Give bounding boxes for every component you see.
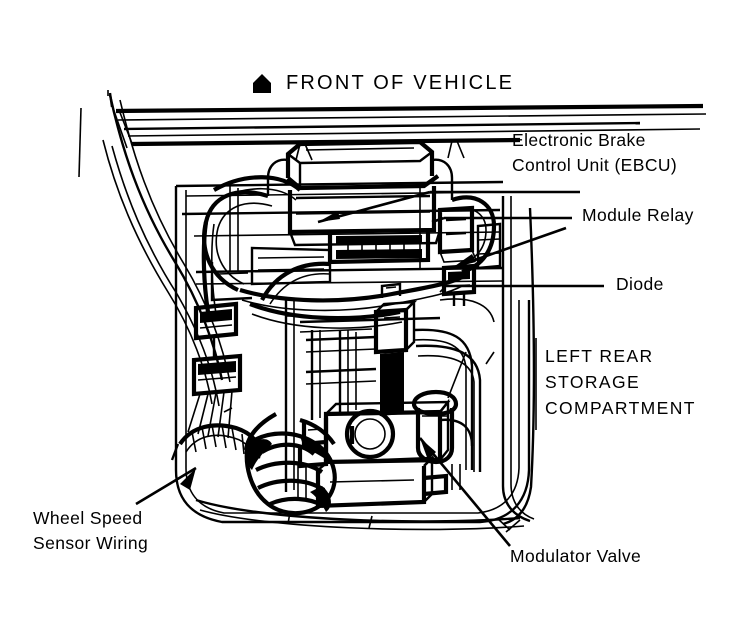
wheel-speed-leader-arrow <box>135 466 197 506</box>
module-relay-component <box>437 205 478 263</box>
valve-accumulator-cylinder <box>411 389 459 465</box>
diode-leader-line <box>439 284 604 293</box>
vehicle-left-pillar-marks <box>78 90 114 178</box>
compartment-label-line2: STORAGE <box>545 372 641 392</box>
diode-label: Diode <box>616 274 664 294</box>
ebcu-label-line2: Control Unit (EBCU) <box>512 155 678 175</box>
modulator-valve-body <box>297 398 451 509</box>
compartment-label-line1: LEFT REAR <box>545 346 654 366</box>
valve-solenoid-stack <box>373 282 418 416</box>
front-of-vehicle-arrow-icon <box>253 74 271 93</box>
wheel-speed-label-line1: Wheel Speed <box>33 508 143 528</box>
front-of-vehicle-label: FRONT OF VEHICLE <box>286 72 515 94</box>
modulator-valve-leader-line <box>419 437 511 547</box>
compartment-label-line3: COMPARTMENT <box>545 398 696 418</box>
module-relay-label: Module Relay <box>582 205 694 225</box>
compartment-inner-detail <box>223 351 495 500</box>
valve-mounting-bracket <box>299 316 441 420</box>
left-wiring-connectors <box>170 221 262 462</box>
module-relay-leader-line <box>431 216 572 270</box>
storage-compartment-outline <box>174 196 536 533</box>
wheel-speed-label-line2: Sensor Wiring <box>33 533 149 553</box>
ebcu-leader-line <box>317 190 580 224</box>
ebcu-label-line1: Electronic Brake <box>512 130 646 150</box>
modulator-valve-label: Modulator Valve <box>510 546 642 566</box>
